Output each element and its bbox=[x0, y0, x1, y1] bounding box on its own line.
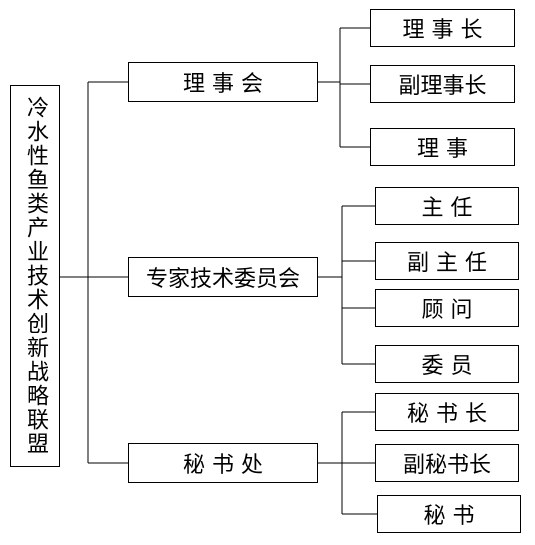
secretariat-node: 秘 书 处 bbox=[128, 443, 318, 483]
advisor-node: 顾 问 bbox=[375, 289, 519, 327]
deputy-secretary-general-node: 副秘书长 bbox=[375, 444, 519, 482]
expert-committee-node: 专家技术委员会 bbox=[128, 257, 318, 297]
secretary-node: 秘 书 bbox=[377, 495, 521, 533]
committee-deputy-director-node: 副 主 任 bbox=[375, 242, 519, 280]
committee-member-node: 委 员 bbox=[375, 345, 519, 383]
vice-chairman-node: 副理事长 bbox=[370, 65, 515, 103]
director-node: 理 事 bbox=[370, 128, 515, 166]
alliance-root-node: 冷水性鱼类产业技术创新战略联盟 bbox=[10, 85, 60, 467]
chairman-node: 理 事 长 bbox=[370, 9, 515, 47]
secretary-general-node: 秘 书 长 bbox=[375, 393, 519, 431]
root-label: 冷水性鱼类产业技术创新战略联盟 bbox=[23, 96, 48, 456]
committee-director-node: 主 任 bbox=[375, 187, 519, 225]
board-of-directors-node: 理 事 会 bbox=[128, 62, 318, 102]
